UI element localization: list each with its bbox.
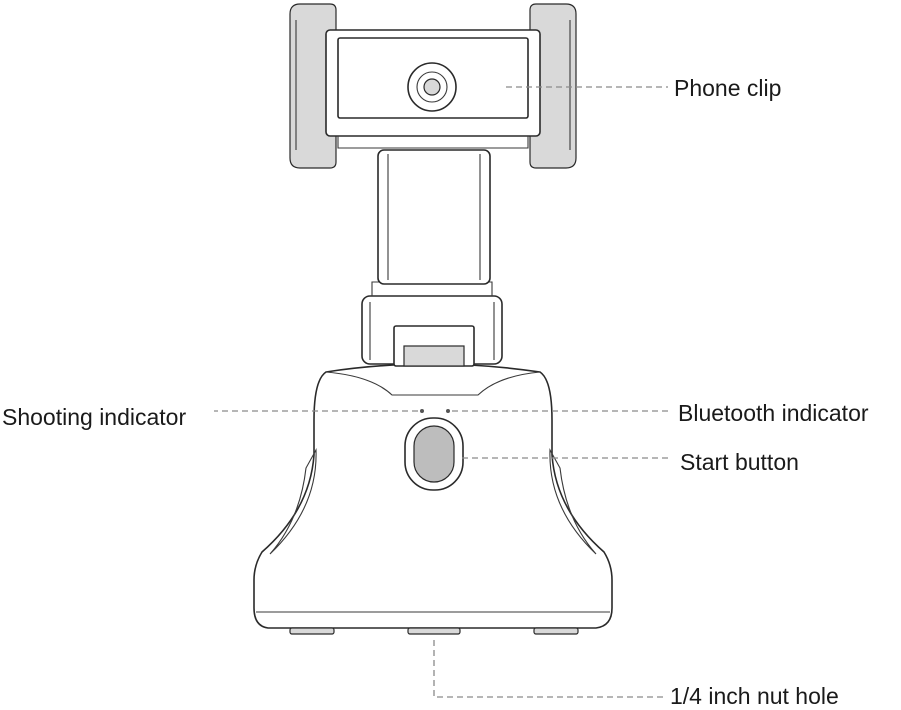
clip-bottom-lip bbox=[337, 136, 529, 149]
joint-window-insert bbox=[403, 345, 465, 367]
label-shooting-indicator: Shooting indicator bbox=[2, 404, 187, 430]
clip-mount-knob-inner bbox=[423, 78, 441, 96]
clip-mount-knob-middle bbox=[416, 71, 448, 103]
base-foot-left bbox=[289, 627, 335, 635]
base-body bbox=[253, 363, 613, 629]
stem-body bbox=[377, 149, 491, 285]
base-grip-right bbox=[549, 447, 597, 555]
base-foot-right bbox=[533, 627, 579, 635]
label-nut-hole: 1/4 inch nut hole bbox=[670, 683, 839, 709]
bluetooth-indicator-led bbox=[446, 409, 450, 413]
start-button-cap bbox=[413, 425, 455, 483]
stem bbox=[377, 149, 491, 285]
base-grip-left bbox=[269, 447, 317, 555]
base-top-cap bbox=[325, 371, 541, 396]
leader-nut-hole bbox=[433, 640, 666, 698]
label-phone-clip: Phone clip bbox=[674, 75, 782, 101]
base-foot-center bbox=[407, 627, 461, 635]
clip-jaw-right bbox=[529, 3, 577, 169]
base bbox=[253, 363, 613, 635]
shooting-indicator-led bbox=[420, 409, 424, 413]
label-start-button: Start button bbox=[680, 449, 799, 475]
clip-jaw-left bbox=[289, 3, 337, 169]
label-bluetooth-indicator: Bluetooth indicator bbox=[678, 400, 869, 426]
start-button-graphic bbox=[404, 417, 464, 491]
phone-clip bbox=[289, 3, 577, 169]
swivel-joint bbox=[361, 281, 503, 367]
